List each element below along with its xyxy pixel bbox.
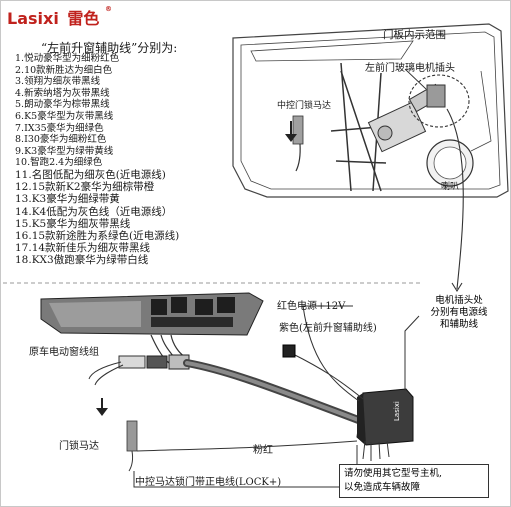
model-wire-item: 17.14款新佳乐为细灰带黑线 — [15, 242, 151, 255]
module-wires — [362, 440, 390, 461]
model-wire-item: 9.K3豪华型为绿带黄线 — [15, 145, 114, 157]
door-panel-outline — [232, 23, 509, 198]
callout-line-1: 电机插头处 — [435, 295, 483, 306]
model-wire-item: 16.15款新途胜为系绿色(近电源线) — [15, 229, 180, 242]
door-lock-motor-icon — [96, 398, 138, 472]
list-heading: “左前升窗辅助线”分别为: — [41, 41, 178, 55]
plug-pointer — [404, 68, 427, 90]
callout-line-3: 和辅助线 — [439, 319, 478, 330]
model-wire-item: 4.新索纳塔为灰带黑线 — [15, 87, 110, 99]
door-panel-label: 门板内示范围 — [383, 29, 446, 41]
switch-panel — [40, 292, 264, 336]
callout-arrow — [446, 108, 464, 293]
model-wire-item: 11.名图低配为细灰色(近电源线) — [15, 168, 166, 181]
red-power-label: 红色电源+12V — [277, 301, 346, 312]
brand-name: Lasixi — [7, 9, 59, 28]
model-wire-item: 15.K5豪华为细灰带黑线 — [15, 217, 131, 230]
warning-line-2: 以免造成车辆故障 — [344, 482, 421, 493]
signal-wires — [290, 305, 420, 402]
pink-red-label: 粉红 — [253, 445, 273, 456]
brand-name-cn: 雷色 — [67, 9, 100, 28]
door-lock-motor-label: 门锁马达 — [59, 441, 99, 452]
left-wires — [88, 361, 124, 386]
aux-connector — [282, 344, 296, 358]
model-wire-item: 6.K5豪华型为灰带黑线 — [15, 110, 114, 122]
model-wire-item: 14.K4低配为灰色线（近电源线） — [15, 205, 173, 218]
model-wire-item: 8.I30豪华为细粉红色 — [15, 134, 107, 146]
control-module: Lasixi — [356, 388, 414, 446]
model-wire-item: 3.领翔为细灰带黑线 — [15, 76, 101, 88]
connector-highlight — [408, 74, 470, 128]
center-lock-motor-top-icon — [285, 115, 304, 172]
model-wire-item: 10.智跑2.4为细绿色 — [15, 157, 103, 169]
speaker-label: 喇叭 — [441, 182, 460, 192]
plug-label: 左前门玻璃电机插头 — [365, 63, 455, 74]
center-lock-motor-top-label: 中控门锁马达 — [277, 101, 332, 111]
lock-wire-label: 中控马达锁门带正电线(LOCK+) — [135, 477, 282, 488]
warning-line-1: 请勿使用其它型号主机, — [344, 468, 443, 479]
model-wire-item: 1.悦动豪华型为细粉红色 — [15, 53, 120, 64]
model-wire-item: 12.15款新K2豪华为细棕带橙 — [15, 181, 155, 194]
brand-logo: Lasixi 雷色 ® — [7, 5, 112, 29]
module-brand: Lasixi — [393, 401, 401, 421]
model-wire-item: 7.IX35豪华为细绿色 — [15, 122, 104, 134]
switch-connector — [118, 354, 190, 370]
brand-reg: ® — [104, 5, 112, 13]
model-wire-item: 5.朗动豪华为棕带黑线 — [15, 99, 110, 111]
model-wire-item: 18.KX3傲跑豪华为绿带白线 — [15, 254, 149, 267]
callout-line-2: 分别有电源线 — [430, 307, 488, 318]
warning-box: 请勿使用其它型号主机, 以免造成车辆故障 — [339, 464, 489, 498]
model-wire-item: 2.10款新胜达为细白色 — [15, 64, 113, 76]
switch-group-label: 原车电动窗线组 — [29, 347, 99, 358]
model-wire-item: 13.K3豪华为细绿带黄 — [15, 193, 120, 206]
speaker-icon — [426, 139, 474, 187]
purple-label: 紫色(左前升窗辅助线) — [279, 323, 377, 334]
window-motor — [367, 83, 446, 153]
plug-callout: 电机插头处 分别有电源线 和辅助线 — [420, 295, 498, 331]
